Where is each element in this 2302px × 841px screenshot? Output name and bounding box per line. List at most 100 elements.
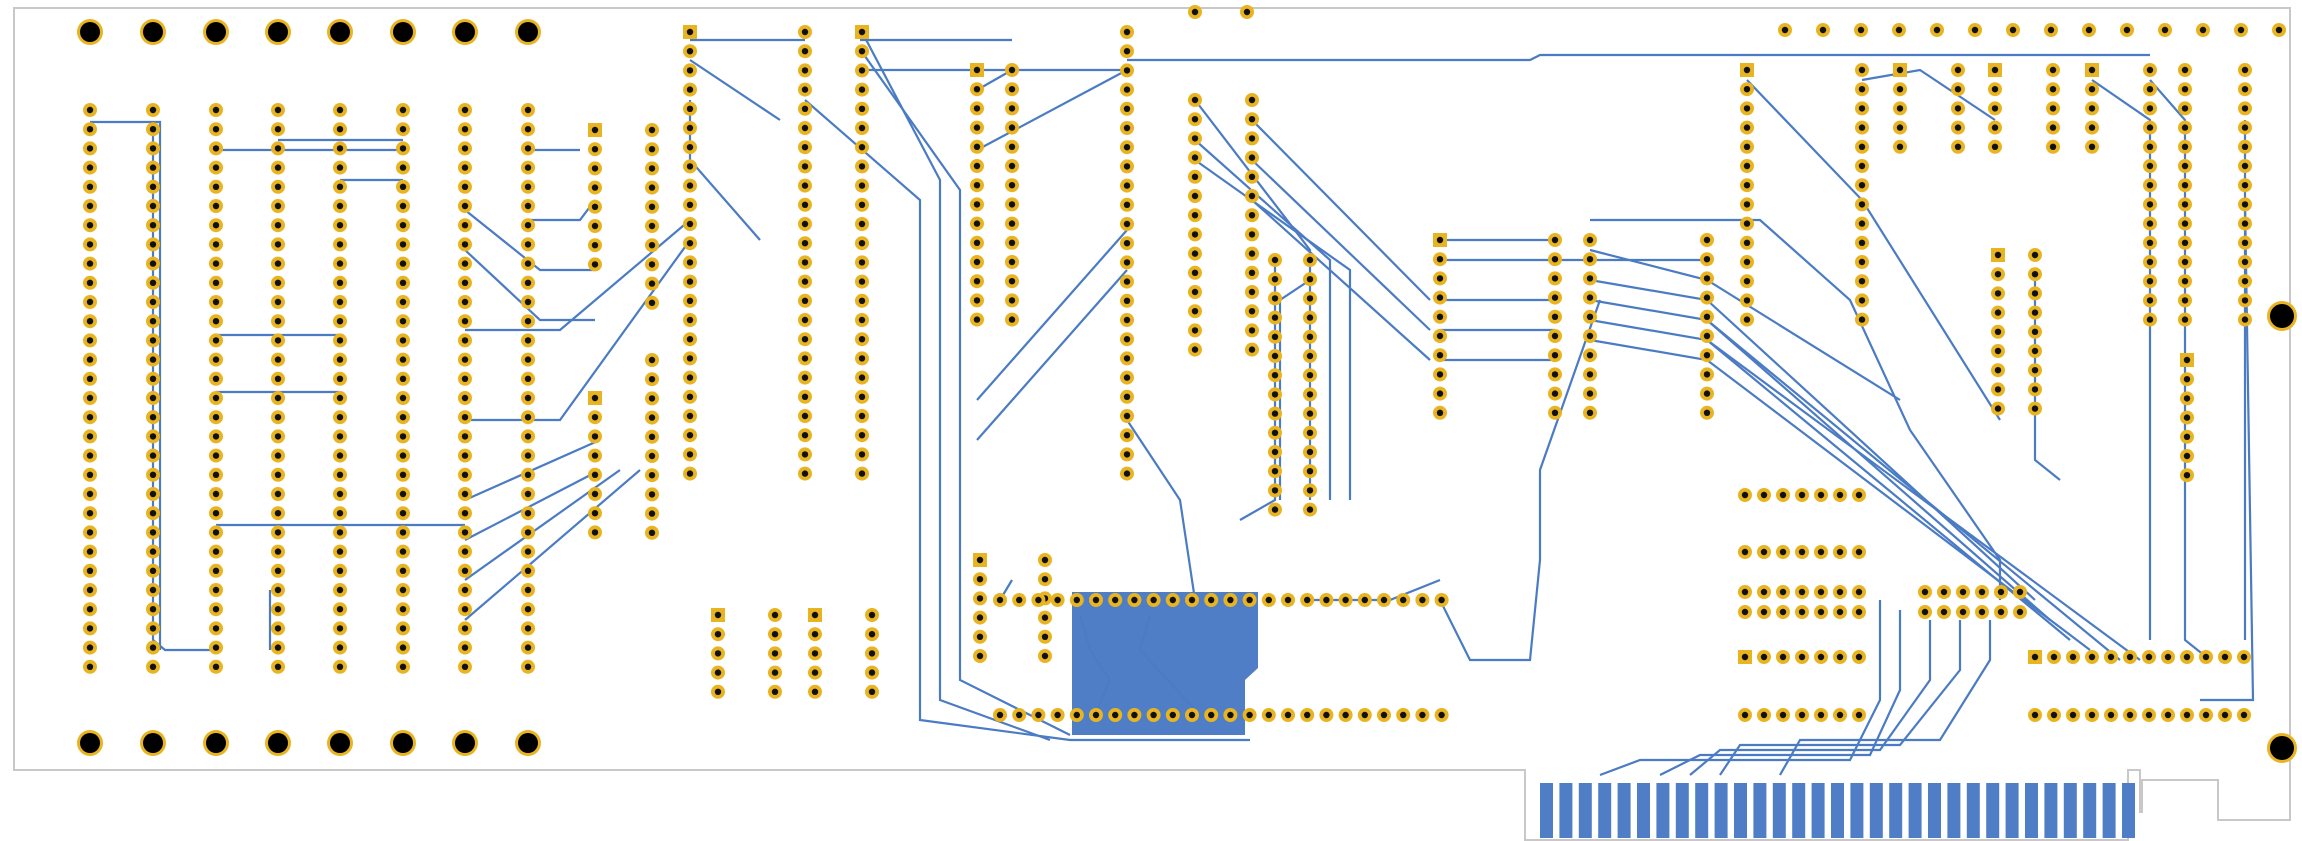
drill-hole [2183, 356, 2191, 364]
drill-hole [1131, 596, 1138, 604]
drill-hole [686, 336, 694, 343]
drill-hole [461, 490, 469, 498]
drill-hole [1248, 116, 1256, 123]
drill-hole [686, 432, 694, 439]
drill-hole [2183, 433, 2191, 440]
edge-finger [1966, 783, 1980, 838]
drill-hole [1858, 182, 1866, 189]
drill-hole [2181, 86, 2189, 93]
drill-hole [591, 184, 599, 191]
drill-hole [686, 316, 694, 324]
drill-hole [1306, 506, 1314, 513]
edge-finger [1656, 783, 1670, 838]
drill-hole [1306, 256, 1314, 264]
drill-hole [1703, 236, 1711, 244]
drill-hole [1586, 236, 1594, 244]
drill-hole [1855, 608, 1863, 616]
drill-hole [1586, 256, 1594, 263]
edge-finger [1695, 783, 1709, 838]
copper-trace [1251, 119, 1431, 301]
drill-hole [1123, 28, 1131, 36]
drill-hole [1858, 201, 1866, 208]
drill-hole [461, 510, 469, 517]
drill-hole [1551, 371, 1559, 378]
drill-hole [1123, 201, 1131, 208]
drill-hole [648, 242, 656, 249]
drill-hole [1191, 8, 1199, 16]
drill-hole [1400, 596, 1407, 604]
drill-hole [1191, 154, 1199, 161]
drill-hole [212, 586, 220, 594]
drill-hole [714, 650, 722, 657]
drill-hole [1123, 86, 1131, 93]
drill-hole [858, 374, 866, 381]
drill-hole [2088, 124, 2096, 131]
drill-hole [858, 163, 866, 170]
drill-hole [801, 201, 809, 208]
drill-hole [801, 67, 809, 74]
drill-hole [648, 529, 656, 536]
drill-hole [801, 124, 809, 132]
drill-hole [2123, 26, 2131, 34]
edge-finger [1908, 783, 1922, 838]
drill-hole [1703, 371, 1711, 378]
drill-hole [399, 625, 407, 632]
drill-hole [461, 106, 469, 114]
drill-hole [1271, 506, 1279, 513]
drill-hole [1041, 556, 1049, 564]
copper-trace [1659, 610, 1902, 776]
drill-hole [858, 336, 866, 343]
drill-hole [686, 451, 694, 458]
drill-hole [524, 318, 532, 325]
edge-finger [1714, 783, 1728, 838]
drill-hole [1248, 346, 1256, 353]
drill-hole [86, 222, 94, 229]
drill-hole [996, 711, 1004, 719]
drill-hole [1703, 294, 1711, 301]
drill-hole [399, 644, 407, 651]
drill-hole [2164, 711, 2172, 719]
drill-hole [1361, 711, 1369, 719]
drill-hole [274, 318, 282, 325]
drill-hole [1188, 711, 1196, 719]
drill-hole [2241, 124, 2249, 131]
drill-hole [2240, 711, 2248, 719]
drill-hole [1436, 256, 1444, 263]
drill-hole [2241, 258, 2249, 266]
drill-hole [212, 279, 220, 286]
drill-hole [212, 164, 220, 171]
drill-hole [1836, 608, 1844, 616]
mounting-hole [455, 733, 475, 753]
drill-hole [858, 259, 866, 266]
drill-hole [336, 183, 344, 190]
drill-hole [976, 576, 984, 583]
drill-hole [86, 106, 94, 114]
drill-hole [336, 452, 344, 459]
drill-hole [1436, 352, 1444, 359]
drill-hole [1438, 711, 1445, 719]
drill-hole [1438, 596, 1445, 604]
drill-hole [1703, 390, 1711, 397]
drill-hole [801, 105, 809, 113]
drill-hole [1586, 352, 1594, 359]
drill-hole [212, 298, 220, 306]
drill-hole [2031, 271, 2039, 278]
drill-hole [801, 240, 809, 247]
mounting-hole [80, 733, 100, 753]
drill-hole [1743, 258, 1751, 266]
drill-hole [686, 393, 694, 400]
drill-hole [149, 586, 157, 594]
drill-hole [591, 471, 599, 478]
drill-hole [1994, 271, 2002, 278]
drill-hole [1248, 231, 1256, 238]
drill-hole [2088, 143, 2096, 150]
drill-hole [801, 393, 809, 400]
drill-hole [1008, 316, 1016, 323]
drill-hole [1008, 143, 1016, 150]
copper-trace [1706, 319, 2121, 661]
drill-hole [1150, 711, 1157, 719]
drill-hole [811, 650, 819, 657]
drill-hole [2050, 711, 2058, 719]
drill-hole [2241, 316, 2249, 323]
